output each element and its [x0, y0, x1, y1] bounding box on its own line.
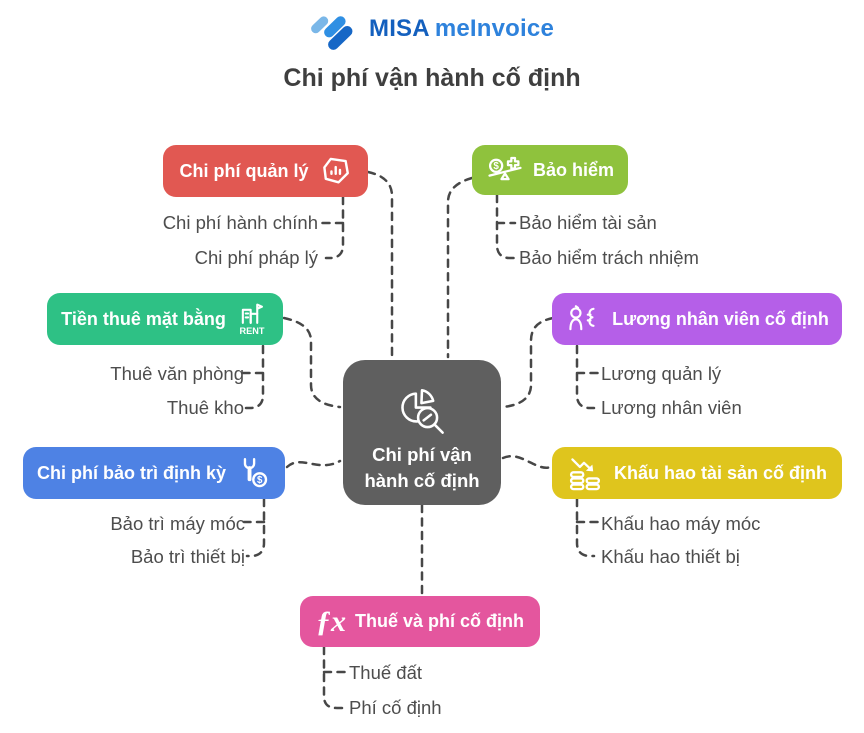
connector-khau-hao-center	[501, 455, 553, 469]
branch-node-khau-hao: Khấu hao tài sản cố định	[552, 447, 842, 499]
misa-swoosh-icon	[311, 16, 353, 50]
branch-label: Chi phí bảo trì định kỳ	[37, 462, 226, 483]
dollar-glyph: $	[257, 475, 263, 486]
branch-label: Thuế và phí cố định	[354, 611, 524, 631]
connector-quan-ly-center	[366, 170, 394, 359]
brand-logo: MISA meInvoice	[0, 6, 864, 52]
connector-tien-thue-center	[282, 316, 342, 409]
rent-building-icon: RENT	[235, 300, 269, 338]
child-label-khau-hao-may-moc: Khấu hao máy móc	[601, 513, 761, 534]
center-label-line1: Chi phí vận	[372, 443, 472, 465]
child-label-bao-hiem-trach-nhiem: Bảo hiểm trách nhiệm	[519, 247, 699, 268]
connector-luong-center	[501, 316, 555, 409]
fx-icon: ƒx	[315, 604, 346, 638]
branch-label: Lương nhân viên cố định	[612, 308, 829, 329]
branch-node-tien-thue-mat-bang: Tiền thuê mặt bằng RENT	[47, 293, 283, 345]
child-label-thue-kho: Thuê kho	[166, 397, 244, 418]
child-label-khau-hao-thiet-bi: Khấu hao thiết bị	[601, 546, 740, 567]
logo-product-text: meInvoice	[434, 15, 554, 42]
connector-bao-hiem-center	[446, 176, 474, 359]
connector-thue-phi-children	[322, 645, 348, 710]
child-label-chi-phi-hanh-chinh: Chi phí hành chính	[162, 212, 318, 233]
logo-brand-text: MISA	[369, 15, 430, 42]
wrench-coin-icon: $	[235, 455, 271, 491]
depreciation-coins-icon	[567, 455, 605, 491]
connector-bao-tri-center	[285, 459, 342, 469]
insurance-scale-icon: $	[486, 153, 524, 187]
child-label-luong-nhan-vien: Lương nhân viên	[601, 397, 742, 418]
child-label-luong-quan-ly: Lương quản lý	[601, 363, 722, 384]
logo-wordmark: MISA meInvoice	[369, 15, 554, 43]
branch-label: Bảo hiểm	[532, 159, 615, 180]
child-label-bao-tri-thiet-bi: Bảo trì thiết bị	[130, 546, 245, 567]
connector-khau-hao-children	[575, 497, 601, 558]
connector-luong-children	[575, 344, 601, 410]
dollar-glyph: $	[493, 161, 499, 172]
child-label-thue-van-phong: Thuê văn phòng	[110, 363, 244, 384]
branch-node-bao-hiem: $ Bảo hiểm	[472, 145, 628, 195]
connector-bao-tri-children	[242, 497, 266, 558]
connector-tien-thue-children	[240, 344, 265, 410]
center-label-line2: hành cố định	[364, 469, 480, 491]
branch-node-thue-va-phi: ƒx Thuế và phí cố định	[300, 596, 540, 647]
child-label-chi-phi-phap-ly: Chi phí pháp lý	[194, 247, 318, 268]
branch-node-bao-tri-dinh-ky: Chi phí bảo trì định kỳ $	[23, 447, 285, 499]
branch-node-luong-nhan-vien: Lương nhân viên cố định	[552, 293, 842, 345]
child-label-bao-hiem-tai-san: Bảo hiểm tài sản	[519, 212, 657, 233]
child-label-phi-co-dinh: Phí cố định	[349, 697, 442, 718]
chart-badge-icon	[318, 154, 352, 188]
branch-label: Tiền thuê mặt bằng	[61, 308, 226, 329]
page-title: Chi phí vận hành cố định	[283, 64, 581, 92]
child-label-thue-dat: Thuế đất	[349, 662, 423, 683]
center-node: Chi phí vận hành cố định	[343, 360, 501, 505]
pie-chart-magnifier-icon	[393, 384, 451, 440]
connector-quan-ly-children	[317, 195, 345, 260]
rent-glyph: RENT	[239, 326, 264, 336]
branch-label: Khấu hao tài sản cố định	[613, 462, 828, 483]
child-label-bao-tri-may-moc: Bảo trì máy móc	[110, 513, 245, 534]
branch-node-chi-phi-quan-ly: Chi phí quản lý	[163, 145, 368, 197]
employee-salary-icon	[565, 302, 603, 336]
branch-label: Chi phí quản lý	[179, 160, 309, 181]
connector-bao-hiem-children	[495, 193, 517, 260]
